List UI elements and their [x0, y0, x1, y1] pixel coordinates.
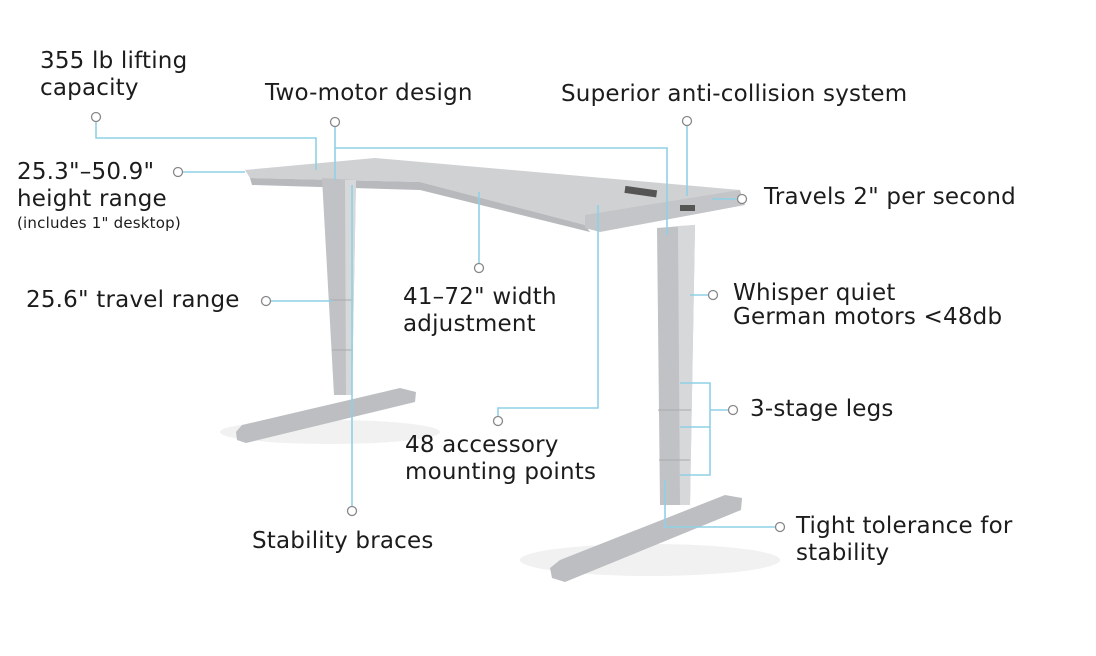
- leader-lines: [95, 122, 775, 528]
- label-tight-tolerance: Tight tolerance for stability: [796, 513, 1013, 567]
- label-lifting-capacity: 355 lb lifting capacity: [40, 48, 187, 102]
- label-anti-collision: Superior anti-collision system: [561, 81, 908, 107]
- label-line: 41–72" width: [403, 284, 557, 310]
- label-width-adjustment: 41–72" width adjustment: [403, 284, 557, 338]
- desk-frame: [220, 158, 780, 582]
- label-accessory-points: 48 accessory mounting points: [405, 432, 596, 486]
- label-line: height range: [17, 186, 167, 212]
- label-line: 25.3"–50.9": [17, 159, 155, 185]
- label-travel-range: 25.6" travel range: [26, 287, 240, 313]
- top-crossbar: [245, 158, 740, 225]
- label-line: 48 accessory: [405, 432, 559, 458]
- left-foot: [236, 388, 416, 443]
- label-travels: Travels 2" per second: [764, 184, 1016, 210]
- label-line: Tight tolerance for: [796, 513, 1013, 539]
- label-line: adjustment: [403, 311, 536, 337]
- right-foot: [550, 495, 742, 582]
- label-height-range: 25.3"–50.9" height range (includes 1" de…: [17, 159, 181, 233]
- label-two-motor: Two-motor design: [265, 80, 473, 106]
- label-line: mounting points: [405, 459, 597, 485]
- label-line: German motors <48db: [733, 304, 1003, 330]
- label-line: Whisper quiet: [733, 280, 896, 306]
- leader-dots: [90, 111, 786, 533]
- label-three-stage: 3-stage legs: [750, 396, 894, 422]
- label-line: capacity: [40, 75, 139, 101]
- label-note: (includes 1" desktop): [17, 214, 181, 232]
- label-line: stability: [796, 540, 890, 566]
- label-line: 355 lb lifting: [40, 48, 188, 74]
- label-whisper-quiet: Whisper quiet German motors <48db: [733, 281, 1002, 329]
- label-stability-braces: Stability braces: [252, 528, 434, 554]
